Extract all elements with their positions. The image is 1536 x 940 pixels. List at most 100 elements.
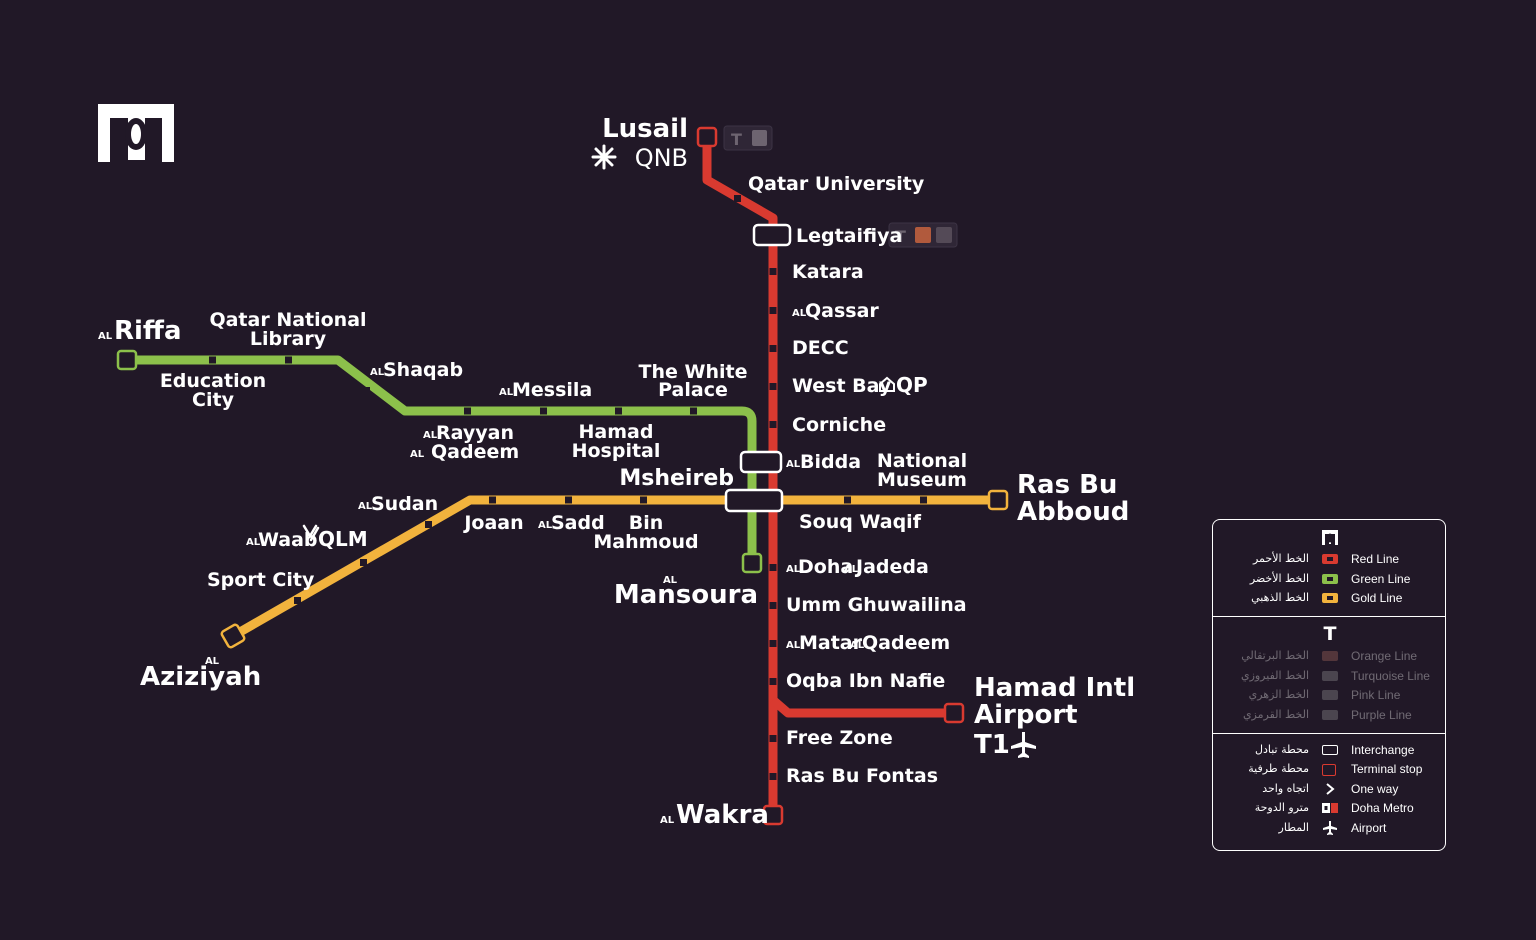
station-marker-waab[interactable] [360, 559, 367, 566]
legend-row-doha-metro: مترو الدوحة Doha Metro [1213, 801, 1445, 819]
legend-label-en: Gold Line [1351, 591, 1403, 605]
al-prefix: AL [370, 367, 385, 378]
station-marker-umm-ghuwailina[interactable] [769, 602, 777, 609]
station-label-airport-line1: Hamad Intl [974, 673, 1135, 703]
terminal-airport[interactable] [943, 702, 965, 724]
station-marker-education-city[interactable] [209, 356, 216, 364]
legend-label-ar: الخط الفيروزي [1240, 669, 1309, 682]
interchange-bidda[interactable] [739, 450, 783, 474]
gold-line-swatch-icon [1322, 593, 1338, 603]
legend-row-turquoise-line: الخط الفيروزي Turquoise Line [1213, 669, 1445, 687]
legend-label-ar: الخط البرتقالي [1241, 649, 1309, 662]
station-marker-sadd[interactable] [565, 496, 572, 504]
legend-label-en: Purple Line [1351, 708, 1412, 722]
al-prefix: AL [358, 501, 373, 512]
terminal-mansoura[interactable] [741, 552, 763, 574]
station-sponsor-qnb: QNB [635, 144, 688, 172]
station-label-qassar: Qassar [805, 300, 879, 322]
station-marker-qassar[interactable] [769, 307, 777, 314]
tram-line-swatch-icon [1322, 710, 1338, 720]
station-label-white-palace-line2: Palace [658, 379, 728, 401]
station-label-doha: Doha [798, 556, 853, 578]
station-label-joaan: Joaan [462, 512, 523, 534]
interchange-msheireb[interactable] [724, 488, 784, 513]
al-prefix: AL [792, 308, 807, 319]
airport-icon [1011, 732, 1036, 758]
station-marker-qatar-university[interactable] [734, 195, 741, 202]
terminal-ras-bu-abboud[interactable] [987, 489, 1009, 511]
station-marker-oqba-ibn-nafie[interactable] [769, 678, 777, 685]
al-prefix: AL [499, 387, 514, 398]
one-way-chevron-icon [1326, 783, 1335, 795]
station-marker-bin-mahmoud[interactable] [640, 496, 647, 504]
terminal-lusail[interactable] [696, 126, 718, 148]
station-marker-hamad-hospital[interactable] [615, 407, 622, 415]
tram-icon: T [1323, 623, 1337, 645]
station-marker-doha-jadeda[interactable] [769, 564, 777, 571]
al-prefix: AL [246, 537, 261, 548]
interchange-icon [1322, 745, 1338, 755]
station-label-airport-line3: T1 [974, 730, 1010, 760]
station-label-souq-waqif: Souq Waqif [799, 511, 922, 533]
station-label-matar: Matar [799, 632, 863, 654]
station-marker-rayyan-qadeem[interactable] [464, 407, 471, 415]
tram-icon: T [895, 227, 906, 246]
station-marker-corniche[interactable] [769, 421, 777, 428]
station-marker-souq-waqif[interactable] [844, 496, 851, 504]
station-label-west-bay: West Bay [792, 375, 892, 397]
station-label-corniche: Corniche [792, 414, 886, 436]
station-marker-joaan[interactable] [489, 496, 496, 504]
terminal-wakra[interactable] [762, 804, 784, 826]
station-label-jadeda: Jadeda [854, 556, 929, 578]
tram-connection-lusail: T [723, 125, 773, 151]
green-line-swatch-icon [1322, 574, 1338, 584]
station-marker-white-palace[interactable] [690, 407, 697, 415]
station-marker-matar-qadeem[interactable] [769, 640, 777, 647]
legend-label-en: Interchange [1351, 743, 1415, 757]
station-marker-sudan[interactable] [425, 521, 432, 528]
al-prefix: AL [98, 331, 113, 342]
station-marker-katara[interactable] [769, 268, 777, 275]
station-marker-national-museum[interactable] [920, 496, 927, 504]
interchange-legtaifiya[interactable] [752, 223, 792, 247]
al-prefix: AL [410, 449, 425, 460]
station-label-matar-qadeem: Qadeem [862, 632, 950, 654]
legend-label-ar: اتجاه واحد [1262, 782, 1309, 795]
station-label-qatar-university: Qatar University [748, 173, 925, 195]
legend-label-ar: الخط القرمزي [1242, 708, 1309, 721]
station-label-qnl-line2: Library [250, 328, 327, 350]
terminal-aziziyah[interactable] [220, 623, 246, 649]
station-label-free-zone: Free Zone [786, 727, 893, 749]
al-prefix: AL [786, 564, 801, 575]
station-marker-qatar-national-library[interactable] [285, 356, 292, 364]
legend-label-en: Airport [1351, 821, 1387, 835]
legend-row-orange-line: الخط البرتقالي Orange Line [1213, 649, 1445, 667]
station-label-bin-mahmoud-line2: Mahmoud [593, 531, 698, 553]
station-marker-shaqab[interactable] [363, 387, 370, 394]
station-label-msheireb: Msheireb [619, 466, 734, 491]
terminal-riffa[interactable] [116, 349, 138, 371]
station-label-katara: Katara [792, 261, 864, 283]
station-label-education-city-line2: City [192, 389, 235, 411]
station-label-legtaifiya: Legtaifiya [796, 225, 902, 247]
station-marker-sport-city[interactable] [294, 597, 301, 604]
station-marker-west-bay[interactable] [769, 383, 777, 390]
station-label-hamad-hospital-line2: Hospital [572, 440, 661, 462]
station-label-shaqab: Shaqab [383, 359, 463, 381]
station-marker-ras-bu-fontas[interactable] [769, 773, 777, 780]
station-marker-messila[interactable] [540, 407, 547, 415]
station-marker-free-zone[interactable] [769, 735, 777, 742]
legend-label-en: Turquoise Line [1351, 669, 1430, 683]
al-prefix: AL [205, 656, 220, 667]
station-label-umm-ghuwailina: Umm Ghuwailina [786, 594, 967, 616]
station-label-rayyan-qadeem: Qadeem [431, 441, 519, 463]
tram-line-swatch-icon [1322, 671, 1338, 681]
doha-metro-logo-icon [98, 104, 174, 162]
terminal-stop-icon [1322, 764, 1336, 776]
legend-divider [1213, 616, 1445, 617]
doha-metro-icon [1322, 803, 1338, 813]
station-label-white-palace-line1: The White [639, 361, 748, 383]
station-marker-decc[interactable] [769, 345, 777, 352]
legend-divider [1213, 733, 1445, 734]
